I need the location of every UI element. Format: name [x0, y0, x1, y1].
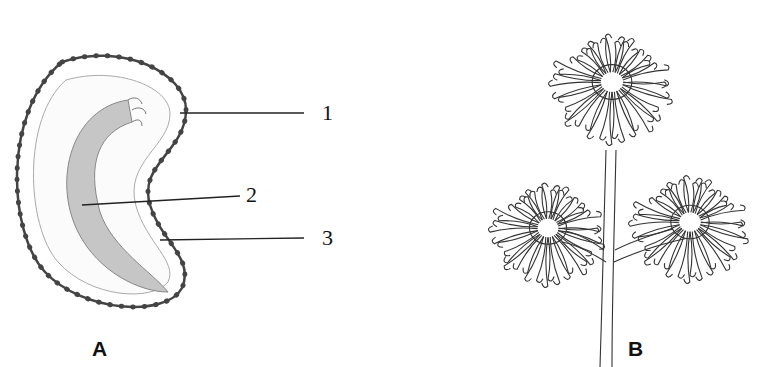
cotyledon-tips	[128, 98, 146, 126]
figure-letter: B	[628, 338, 643, 359]
hooked-bract	[508, 204, 539, 223]
hooked-bract	[620, 89, 653, 122]
stem	[600, 150, 616, 367]
hooked-bract	[700, 225, 748, 244]
callout-number: 3	[322, 227, 333, 249]
hooked-bract	[549, 80, 601, 86]
hooked-bract	[701, 222, 743, 228]
leader-line	[82, 196, 240, 205]
hooked-bract	[537, 237, 546, 282]
hooked-bract	[556, 234, 587, 265]
hooked-bract	[542, 183, 548, 219]
burdock-plant	[488, 34, 748, 367]
hooked-bract	[698, 228, 737, 259]
hooked-bract	[588, 41, 606, 73]
hooked-bract	[513, 235, 541, 269]
hooked-bract	[587, 91, 607, 139]
endosperm	[33, 75, 170, 294]
hooked-bract	[633, 214, 679, 221]
hooked-bract	[628, 220, 679, 226]
hooked-bract	[555, 197, 572, 221]
hooked-bract	[623, 85, 673, 105]
figure-letter: A	[92, 338, 107, 359]
hooked-bract	[667, 183, 685, 214]
hooked-bract	[699, 196, 728, 216]
hooked-bract	[498, 215, 538, 226]
hooked-bract	[570, 57, 603, 77]
hooked-bract	[656, 196, 681, 216]
hooked-bract	[558, 231, 604, 250]
leader-line	[180, 112, 304, 113]
leader-lines	[82, 113, 304, 240]
hooked-bract	[621, 55, 651, 76]
hooked-bract	[582, 48, 605, 75]
hooked-bract	[632, 225, 679, 239]
callout-number: 2	[246, 184, 257, 206]
hooked-bract	[488, 226, 537, 232]
hooked-bract	[605, 34, 611, 72]
hooked-bract	[600, 92, 610, 140]
hooked-bract	[678, 231, 688, 278]
hooked-bract	[697, 190, 715, 215]
hooked-bract	[504, 234, 540, 263]
hooked-bract	[623, 82, 666, 88]
hooked-bract	[620, 89, 660, 122]
hooked-bract	[679, 180, 689, 213]
hooked-bract	[622, 63, 657, 78]
hooked-bract	[661, 189, 683, 215]
hooked-bract	[515, 203, 539, 223]
hooked-bract	[575, 90, 605, 126]
hooked-bract	[553, 74, 601, 81]
seed	[17, 56, 186, 307]
hooked-bract	[666, 231, 686, 277]
hooked-bract	[700, 227, 735, 251]
hooked-bract	[549, 190, 557, 219]
hooked-bract	[615, 37, 625, 73]
hooked-bract	[601, 38, 611, 72]
hooked-bract	[654, 230, 683, 265]
hooked-bract	[557, 233, 591, 256]
hooked-bract	[558, 231, 602, 244]
hooked-bract	[606, 92, 612, 146]
hooked-bract	[691, 183, 699, 213]
leader-line	[160, 238, 304, 240]
hooked-bract	[700, 225, 745, 238]
hooked-bract	[622, 87, 659, 112]
embryo	[67, 100, 168, 292]
hooked-bract	[525, 236, 544, 281]
hooked-bract	[556, 234, 594, 265]
hooked-bract	[577, 56, 602, 77]
seed-coat-bumps	[17, 56, 186, 307]
hooked-bract	[558, 210, 591, 224]
hooked-bract	[493, 220, 538, 226]
hooked-bract	[556, 203, 584, 222]
callout-number: 1	[322, 102, 333, 124]
hooked-bract	[542, 237, 548, 287]
hooked-bract	[701, 220, 745, 226]
hooked-bract	[649, 198, 681, 217]
hooked-bract	[638, 209, 679, 221]
hooked-bract	[698, 228, 730, 260]
hooked-bract	[558, 85, 601, 103]
hooked-bract	[645, 228, 682, 258]
hooked-bract	[613, 41, 621, 72]
hooked-bract	[520, 196, 541, 221]
hooked-bract	[684, 232, 690, 284]
hooked-bract	[623, 80, 668, 86]
hooked-bract	[684, 176, 690, 213]
seed-coat	[17, 56, 186, 307]
hooked-bract	[700, 203, 734, 218]
hooked-bract	[559, 69, 601, 81]
hooked-bract	[553, 85, 602, 99]
hooked-bract	[558, 226, 601, 232]
hooked-bract	[492, 231, 538, 244]
hooked-bract	[623, 85, 670, 99]
hooked-bract	[565, 89, 603, 120]
